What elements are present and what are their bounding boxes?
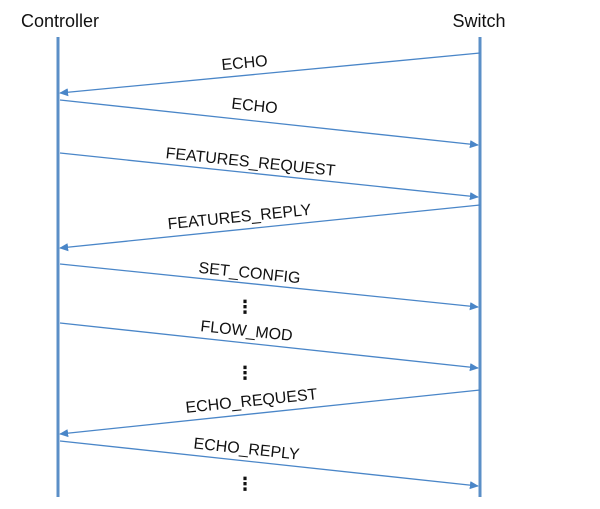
ellipsis-3: ⋮: [236, 474, 254, 494]
message-list: ECHO ECHO FEATURES_REQUEST FEATURES_REPL…: [59, 52, 481, 490]
message-arrow: FLOW_MOD: [59, 318, 479, 372]
message-label: ECHO_REPLY: [193, 435, 301, 463]
ellipsis-1: ⋮: [236, 297, 254, 317]
message-label: ECHO_REQUEST: [185, 386, 319, 417]
message-arrow: ECHO_REQUEST: [59, 386, 481, 438]
message-arrow: SET_CONFIG: [59, 260, 479, 311]
message-label: ECHO: [221, 53, 269, 74]
ellipsis-2: ⋮: [236, 363, 254, 383]
message-label: FEATURES_REPLY: [167, 202, 313, 234]
controller-title: Controller: [21, 11, 99, 31]
message-label: FEATURES_REQUEST: [165, 145, 336, 180]
switch-title: Switch: [452, 11, 505, 31]
message-arrow: ECHO_REPLY: [59, 435, 479, 490]
message-arrow: FEATURES_REPLY: [59, 202, 481, 252]
message-arrow: ECHO: [59, 52, 481, 97]
message-label: ECHO: [231, 96, 279, 118]
message-label: FLOW_MOD: [200, 318, 294, 345]
message-arrow: ECHO: [59, 96, 479, 149]
message-arrow: FEATURES_REQUEST: [59, 145, 479, 201]
